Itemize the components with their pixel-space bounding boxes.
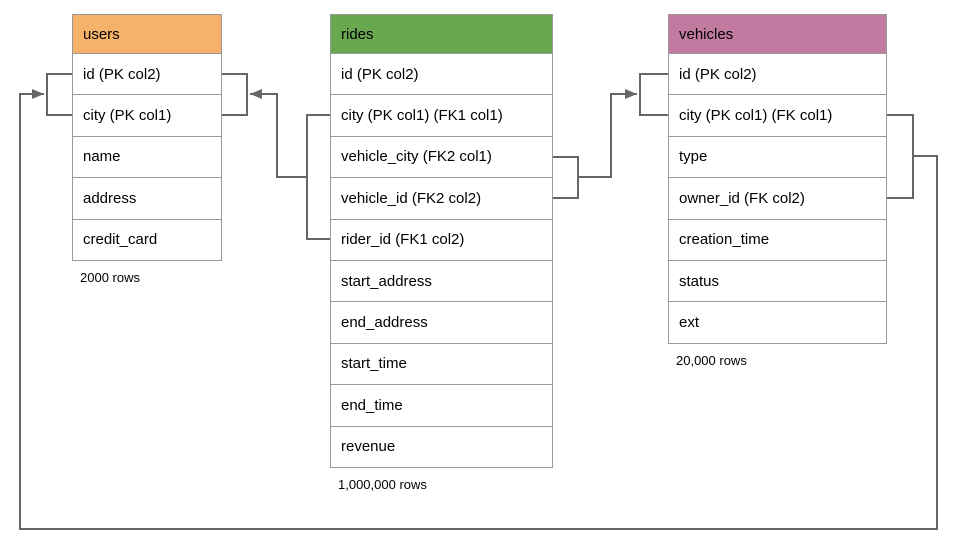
table-rides-column-rider_id: rider_id (FK1 col2) (331, 218, 552, 260)
table-vehicles: vehicles id (PK col2)city (PK col1) (FK c… (668, 14, 887, 344)
connector-rides-fk2-to-vehicles-arrow-line (578, 89, 637, 178)
connector-rides-fk2-to-vehicles-vehicles-left-bracket (639, 73, 668, 116)
table-users-title: users (83, 25, 120, 43)
table-rides-column-id: id (PK col2) (331, 53, 552, 95)
connector-rides-fk1-to-users-users-right-bracket (222, 73, 248, 116)
table-users-column-address: address (73, 177, 221, 219)
table-rides-row-count: 1,000,000 rows (338, 477, 427, 492)
table-rides: rides id (PK col2)city (PK col1) (FK1 col… (330, 14, 553, 468)
table-rides-column-start_address: start_address (331, 259, 552, 302)
table-rides-column-end_address: end_address (331, 301, 552, 343)
table-rides-title: rides (341, 25, 374, 43)
table-vehicles-column-ext: ext (669, 301, 886, 343)
table-vehicles-column-status: status (669, 259, 886, 302)
table-vehicles-column-owner_id: owner_id (FK col2) (669, 177, 886, 219)
table-users-column-name: name (73, 135, 221, 178)
table-rides-column-vehicle_id: vehicle_id (FK2 col2) (331, 177, 552, 219)
connector-vehicles-fk-to-users-arrow-line (19, 89, 938, 530)
table-users-column-id: id (PK col2) (73, 53, 221, 95)
table-rides-header: rides (331, 15, 552, 53)
table-rides-column-start_time: start_time (331, 342, 552, 385)
connector-rides-fk1-to-users-arrow-line (250, 89, 307, 178)
table-rides-column-end_time: end_time (331, 384, 552, 426)
table-vehicles-column-creation_time: creation_time (669, 218, 886, 260)
table-users-row-count: 2000 rows (80, 270, 140, 285)
table-vehicles-column-city: city (PK col1) (FK col1) (669, 94, 886, 136)
table-vehicles-column-type: type (669, 135, 886, 178)
table-rides-column-revenue: revenue (331, 425, 552, 467)
table-users-column-city: city (PK col1) (73, 94, 221, 136)
table-users-header: users (73, 15, 221, 53)
table-vehicles-column-id: id (PK col2) (669, 53, 886, 95)
table-rides-column-city: city (PK col1) (FK1 col1) (331, 94, 552, 136)
table-vehicles-row-count: 20,000 rows (676, 352, 747, 368)
connector-vehicles-fk-to-users-users-left-bracket (46, 73, 72, 116)
table-users-column-credit_card: credit_card (73, 218, 221, 260)
table-vehicles-header: vehicles (669, 15, 886, 53)
table-vehicles-title: vehicles (679, 25, 734, 43)
table-rides-column-vehicle_city: vehicle_city (FK2 col1) (331, 135, 552, 178)
